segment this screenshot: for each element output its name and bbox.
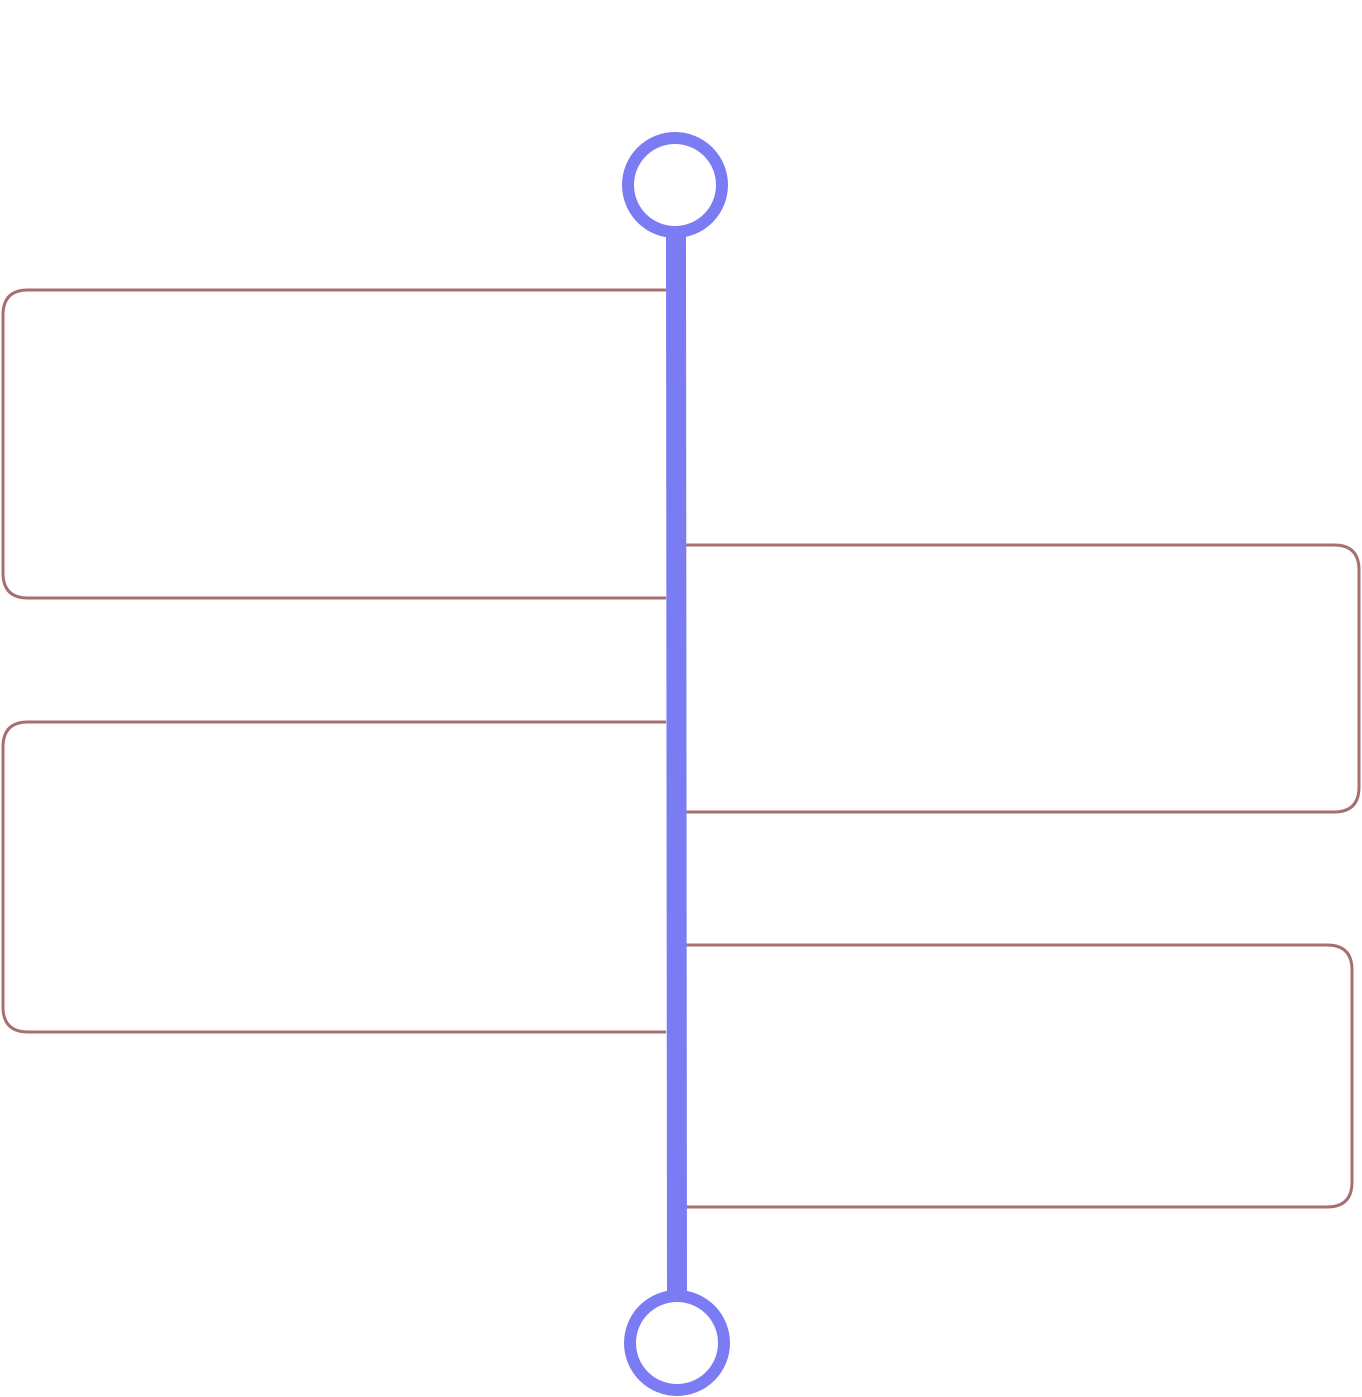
timeline-entry-box-3 xyxy=(1,720,666,1034)
timeline-axis-line xyxy=(666,231,687,1293)
timeline-end-circle-icon xyxy=(624,1290,730,1396)
timeline-entry-box-4 xyxy=(686,943,1354,1209)
timeline-entry-box-1 xyxy=(1,288,666,600)
timeline-start-circle-icon xyxy=(622,132,728,238)
timeline-entry-box-2 xyxy=(686,543,1361,814)
